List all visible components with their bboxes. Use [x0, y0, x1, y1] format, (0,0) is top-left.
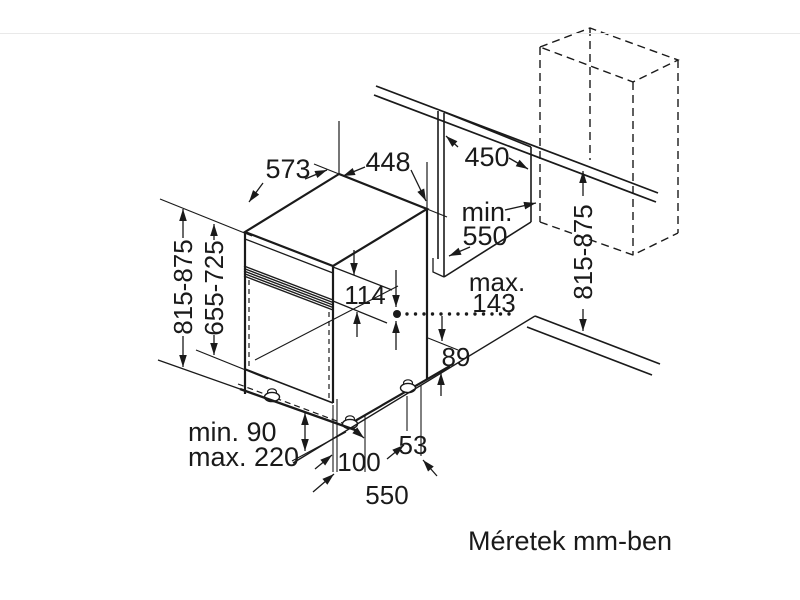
dim-front-panel-height: 655-725 [199, 240, 229, 335]
dim-top-width: 573 [265, 154, 310, 184]
dim-control-panel-height: 114 [344, 280, 385, 310]
dim-plinth-min: min. 90 [188, 417, 277, 447]
dimension-arrows [179, 135, 587, 493]
dim-depth-without-door: 550 [365, 480, 408, 510]
dim-niche-width-min-value: 550 [462, 221, 507, 251]
dim-niche-depth: 450 [464, 142, 509, 172]
dim-front-offset: 100 [337, 447, 380, 477]
dim-niche-width-min-word: min. [461, 197, 512, 227]
caption-units-note: Méretek mm-ben [468, 526, 672, 556]
dim-foot-offset: 53 [399, 430, 428, 460]
dim-plinth-max: max. 220 [188, 442, 299, 472]
wall-cabinet-dashed [538, 27, 680, 256]
drain-point-leader [393, 310, 511, 318]
dim-hose-max-value: 143 [472, 288, 515, 318]
floor-lines-right [526, 315, 661, 376]
countertop [373, 85, 659, 203]
dim-appliance-height-left: 815-875 [168, 239, 198, 334]
dim-top-depth: 448 [365, 147, 410, 177]
adjustable-feet [263, 379, 417, 430]
dim-rear-clearance: 89 [442, 342, 471, 372]
niche-side-panel [432, 111, 532, 278]
dim-niche-height-right: 815-875 [568, 204, 598, 299]
page-divider [0, 33, 800, 34]
dim-hose-max-word: max. [469, 267, 525, 297]
extension-lines [291, 121, 459, 472]
control-panel-hatch [243, 265, 334, 311]
